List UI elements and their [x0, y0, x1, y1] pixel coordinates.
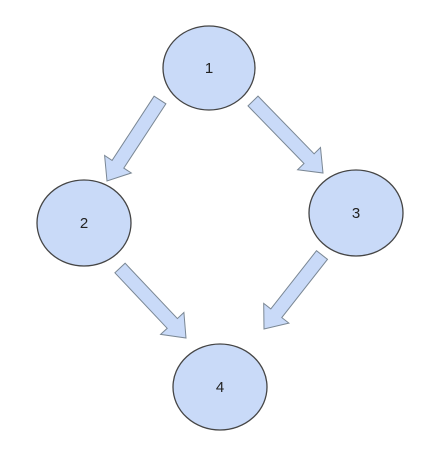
node-3: 3 [308, 169, 404, 257]
node-4-label: 4 [216, 379, 224, 396]
node-3-circle [308, 169, 404, 257]
node-1: 1 [162, 25, 256, 111]
edge-arrow-2-to-4 [114, 262, 187, 339]
node-1-label: 1 [205, 60, 213, 77]
node-1-circle [162, 25, 256, 111]
node-4-circle [172, 343, 268, 431]
edge-arrow-1-to-3 [247, 95, 324, 174]
node-2: 2 [36, 179, 132, 267]
edge-arrow-1-to-2 [104, 95, 167, 182]
node-3-label: 3 [352, 205, 360, 222]
node-2-label: 2 [80, 215, 88, 232]
node-4: 4 [172, 343, 268, 431]
node-2-circle [36, 179, 132, 267]
edges [104, 95, 329, 339]
edge-arrow-3-to-4 [263, 249, 329, 330]
